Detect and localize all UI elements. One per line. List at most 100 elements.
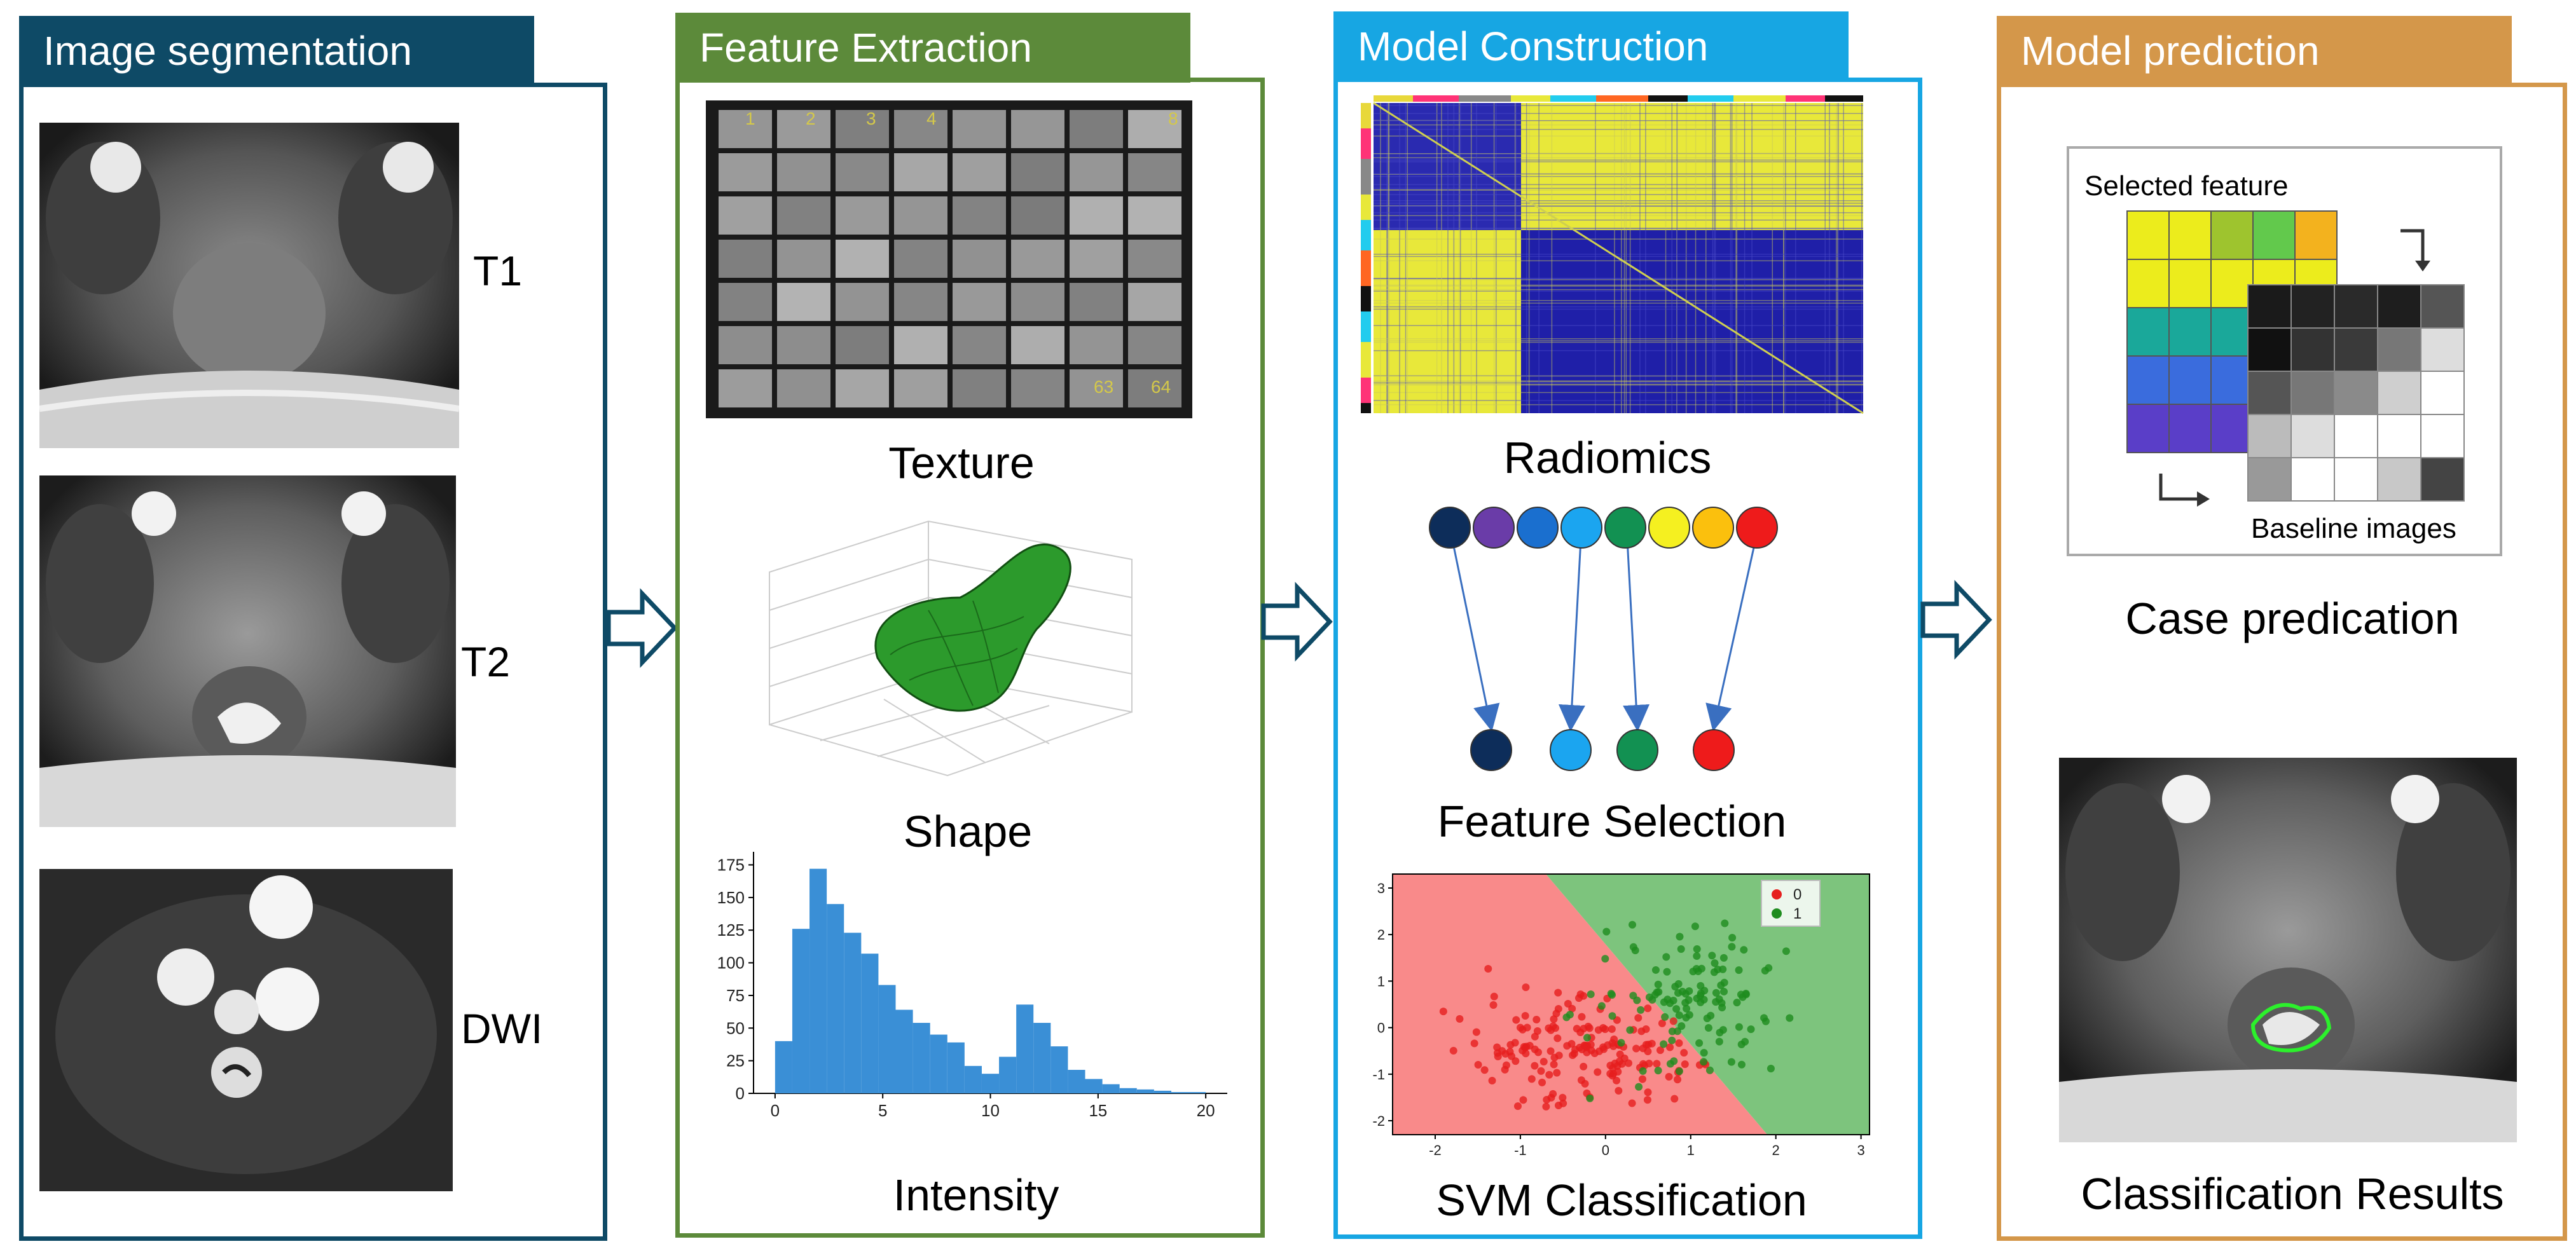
svm-point-class-1 [1767,1064,1775,1072]
texture-tile [1128,326,1181,364]
svm-point-class-0 [1632,1044,1641,1053]
svm-point-class-1 [1765,964,1773,972]
texture-tile [894,240,947,278]
histogram-bar [1136,1089,1154,1093]
svm-x-tick-label: -1 [1514,1142,1527,1158]
svm-point-class-1 [1782,947,1790,955]
t2-sequence-label: T2 [461,638,511,685]
histogram-bar [1188,1091,1206,1093]
texture-tile [777,153,830,191]
svm-point-class-0 [1642,1025,1650,1034]
svm-point-class-0 [1511,1039,1519,1047]
texture-tile [836,196,889,235]
histogram-bar [1068,1070,1085,1093]
svm-point-class-0 [1542,1102,1550,1111]
baseline-matrix-cell [2420,371,2465,415]
histogram-x-tick-label: 5 [878,1101,887,1120]
histogram-bar [861,954,879,1093]
histogram-x-tick-label: 20 [1197,1101,1215,1120]
feature-matrix-cell [2210,307,2254,357]
svm-point-class-0 [1513,1102,1522,1111]
svm-point-class-1 [1586,1094,1594,1102]
baseline-matrix-cell [2377,327,2421,372]
svm-classification-label: SVM Classification [1436,1175,1807,1225]
texture-tile-number: 63 [1094,377,1113,397]
svm-point-class-1 [1629,943,1637,951]
svm-point-class-1 [1670,1057,1678,1065]
selected-feature-node [1470,729,1512,771]
svm-point-class-1 [1629,920,1637,929]
svm-point-class-0 [1537,1067,1545,1075]
radiomics-feature-node [1648,507,1690,549]
feature-selection-graph [1429,507,1778,771]
histogram-y-tick-label: 100 [717,954,745,973]
svm-point-class-1 [1675,1067,1683,1076]
histogram-bar [1016,1004,1034,1093]
svm-point-class-0 [1546,1047,1555,1055]
svm-x-tick-label: 1 [1687,1142,1695,1158]
histogram-y-tick-label: 125 [717,920,745,940]
histogram-x-tick-label: 10 [981,1101,1000,1120]
svm-point-class-0 [1606,1070,1615,1078]
svm-point-class-0 [1645,1059,1653,1067]
mapping-arrow-icon [2159,474,2210,507]
texture-tile [1070,283,1123,321]
svm-point-class-1 [1602,927,1611,936]
histogram-bar [964,1065,982,1093]
svm-point-class-1 [1566,1011,1574,1019]
t1-sequence-label: T1 [473,247,523,294]
texture-tile-number: 8 [1168,109,1178,128]
texture-tile [777,283,830,321]
svm-point-class-0 [1628,1099,1636,1107]
svm-point-class-1 [1676,933,1684,941]
histogram-y-tick-label: 75 [726,986,745,1005]
svm-point-class-0 [1501,1065,1509,1074]
svm-point-class-1 [1601,955,1609,963]
feature-matrix-cell [2126,210,2170,260]
texture-tile [953,283,1006,321]
texture-tile [836,153,889,191]
selected-feature-node [1616,729,1658,771]
feature-matrix-cell [2168,210,2212,260]
svm-point-class-0 [1568,1004,1576,1013]
svm-point-class-1 [1660,1040,1668,1048]
texture-tile [777,369,830,407]
svm-point-class-0 [1553,1069,1561,1077]
texture-tile [1011,153,1064,191]
svm-point-class-1 [1626,1026,1634,1034]
feature-matrix-cell [2126,307,2170,357]
histogram-bar [1050,1046,1068,1093]
svm-legend: 0 1 [1761,880,1821,927]
texture-tile [719,283,772,321]
histogram-bar [930,1034,947,1093]
svm-point-class-0 [1587,1041,1595,1049]
svm-point-class-0 [1539,1058,1548,1066]
svm-point-class-0 [1488,1077,1496,1085]
svm-point-class-0 [1550,1015,1558,1023]
svm-point-class-0 [1648,1039,1656,1048]
svm-point-class-1 [1685,987,1693,995]
baseline-matrix-cell [2247,371,2292,415]
feature-matrix-cell [2210,355,2254,405]
baseline-matrix-cell [2420,414,2465,458]
texture-tile [1128,110,1181,148]
histogram-y-tick-label: 25 [726,1051,745,1070]
svm-point-class-0 [1490,992,1498,1001]
svm-point-class-0 [1554,1005,1562,1013]
texture-tile [719,110,772,148]
svm-point-class-1 [1693,945,1701,953]
svm-y-tick-label: 2 [1377,927,1385,943]
svm-point-class-1 [1587,990,1595,999]
svm-y-tick-label: -1 [1372,1067,1385,1083]
texture-tile [836,110,889,148]
histogram-bar [947,1042,965,1093]
svm-point-class-0 [1480,1066,1489,1074]
svm-point-class-0 [1439,1008,1447,1016]
feature-matrix-cell [2168,259,2212,308]
svm-point-class-1 [1669,996,1677,1004]
feature-selection-label: Feature Selection [1437,797,1787,846]
svm-point-class-1 [1661,1013,1669,1021]
svm-point-class-1 [1663,967,1671,976]
svm-point-class-1 [1719,1026,1727,1034]
svm-point-class-1 [1633,996,1641,1004]
